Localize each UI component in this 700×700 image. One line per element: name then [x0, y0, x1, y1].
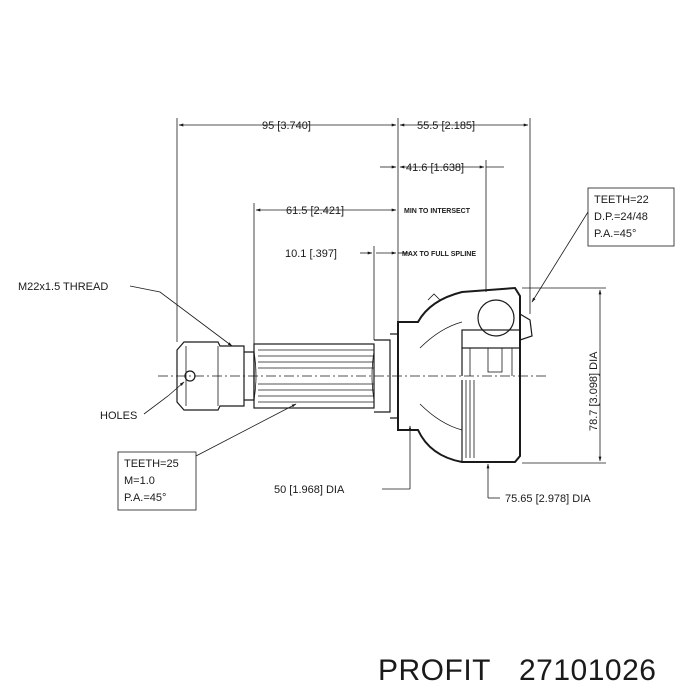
dimension-lines	[176, 118, 606, 499]
callout-holes: HOLES	[100, 410, 137, 422]
spec-box-ring: TEETH=22 D.P.=24/48 P.A.=45°	[587, 187, 675, 247]
dim-outer-length: 55.5 [2.185]	[417, 120, 475, 132]
dim-ring-dia: 75.65 [2.978] DIA	[505, 493, 591, 505]
spec-ring-pressure-angle: P.A.=45°	[594, 228, 636, 240]
dim-intersect-length: 61.5 [2.421]	[286, 205, 344, 217]
cv-joint-outline	[158, 286, 548, 463]
note-max-full-spline: MAX TO FULL SPLINE	[402, 251, 476, 258]
dim-seal-dia: 50 [1.968] DIA	[274, 484, 345, 496]
dim-overall-length: 95 [3.740]	[262, 120, 311, 132]
spec-ring-pitch: D.P.=24/48	[594, 211, 648, 223]
leaders	[129, 211, 589, 457]
part-number: 27101026	[519, 654, 656, 687]
thread-end	[176, 341, 245, 411]
dim-outer-dia: 78.7 [3.098] DIA	[588, 351, 600, 431]
ball	[477, 299, 515, 337]
brand-name: PROFIT	[378, 654, 491, 687]
cross-hole	[184, 370, 196, 382]
dim-spline-length: 10.1 [.397]	[285, 248, 337, 260]
bell-housing	[397, 286, 521, 463]
note-min-intersect: MIN TO INTERSECT	[404, 208, 471, 215]
spec-box-shaft: TEETH=25 M=1.0 P.A.=45°	[117, 451, 197, 511]
spec-ring-teeth: TEETH=22	[594, 194, 649, 206]
callout-thread: M22x1.5 THREAD	[18, 281, 108, 293]
spec-shaft-teeth: TEETH=25	[124, 458, 179, 470]
dim-bell-length: 41.6 [1.638]	[406, 162, 464, 174]
spec-shaft-module: M=1.0	[124, 475, 155, 487]
splined-shaft	[253, 343, 375, 409]
spec-shaft-pressure-angle: P.A.=45°	[124, 492, 166, 504]
